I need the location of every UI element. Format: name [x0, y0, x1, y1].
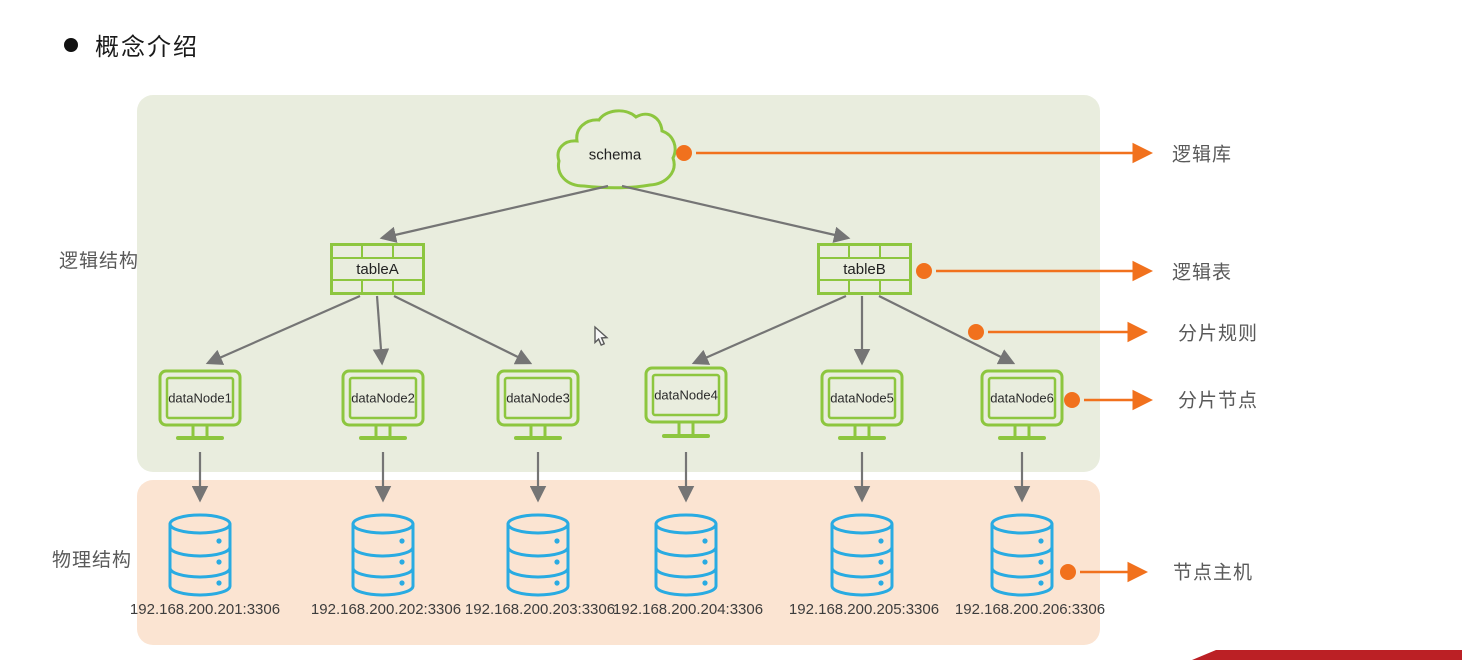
table-cell [819, 280, 850, 293]
physical-structure-panel [137, 480, 1100, 645]
database-icon-host4 [654, 513, 718, 597]
monitor-icon-datanode5 [820, 369, 904, 440]
annotation-label-node: 分片节点 [1178, 390, 1259, 412]
table-cell [849, 280, 880, 293]
logical-structure-label: 逻辑结构 [59, 251, 140, 272]
monitor-icon-datanode6 [980, 369, 1064, 440]
host2-ip: 192.168.200.202:3306 [310, 601, 462, 618]
datanode3-label: dataNode3 [506, 390, 570, 406]
datanode6-label: dataNode6 [990, 390, 1054, 406]
annotation-dot-host [1060, 564, 1076, 580]
table-cell [819, 245, 850, 258]
monitor-icon-datanode3 [496, 369, 580, 440]
annotation-dot-node [1064, 392, 1080, 408]
host1-ip: 192.168.200.201:3306 [129, 601, 281, 618]
database-icon-host1 [168, 513, 232, 597]
datanode5-label: dataNode5 [830, 390, 894, 406]
table-to-node-arrows [205, 294, 1016, 366]
table-b: tableB [817, 243, 912, 295]
physical-structure-label: 物理结构 [52, 550, 133, 571]
datanode4-label: dataNode4 [654, 387, 718, 403]
table-cell [392, 245, 423, 258]
table-cell [392, 280, 423, 293]
monitor-icon-datanode1 [158, 369, 242, 440]
table-cell [332, 280, 363, 293]
table-cell [879, 245, 910, 258]
database-icon-host2 [351, 513, 415, 597]
annotation-label-rule: 分片规则 [1178, 323, 1259, 345]
datanode1-label: dataNode1 [168, 390, 232, 406]
bullet-icon [64, 37, 78, 52]
table-cell [849, 245, 880, 258]
database-icon-host6 [990, 513, 1054, 597]
schema-label: schema [588, 146, 642, 164]
page-title-text: 概念介绍 [95, 34, 199, 61]
host6-ip: 192.168.200.206:3306 [954, 601, 1106, 618]
table-cell [879, 280, 910, 293]
annotation-label-schema: 逻辑库 [1172, 144, 1233, 166]
annotation-label-table: 逻辑表 [1172, 262, 1233, 284]
node-to-db-arrows [191, 452, 1031, 503]
host4-ip: 192.168.200.204:3306 [612, 601, 764, 618]
database-icon-host5 [830, 513, 894, 597]
host3-ip: 192.168.200.203:3306 [464, 601, 616, 618]
table-b-label: tableB [819, 258, 910, 280]
page-title: 概念介绍 [64, 27, 199, 62]
red-banner [1192, 650, 1462, 660]
table-cell [362, 280, 393, 293]
table-cell [332, 245, 363, 258]
annotation-dot-schema [676, 145, 692, 161]
annotation-dot-table [916, 263, 932, 279]
table-a-label: tableA [332, 258, 423, 280]
schema-to-table-arrows [379, 184, 851, 243]
annotation-dot-rule [968, 324, 984, 340]
mouse-cursor-icon [594, 325, 609, 347]
table-cell [362, 245, 393, 258]
monitor-icon-datanode4 [644, 366, 728, 438]
table-a: tableA [330, 243, 425, 295]
annotation-pointers [676, 142, 1154, 583]
schema-cloud-icon [556, 109, 677, 190]
datanode2-label: dataNode2 [351, 390, 415, 406]
annotation-label-host: 节点主机 [1173, 562, 1254, 584]
host5-ip: 192.168.200.205:3306 [788, 601, 940, 618]
database-icon-host3 [506, 513, 570, 597]
monitor-icon-datanode2 [341, 369, 425, 440]
